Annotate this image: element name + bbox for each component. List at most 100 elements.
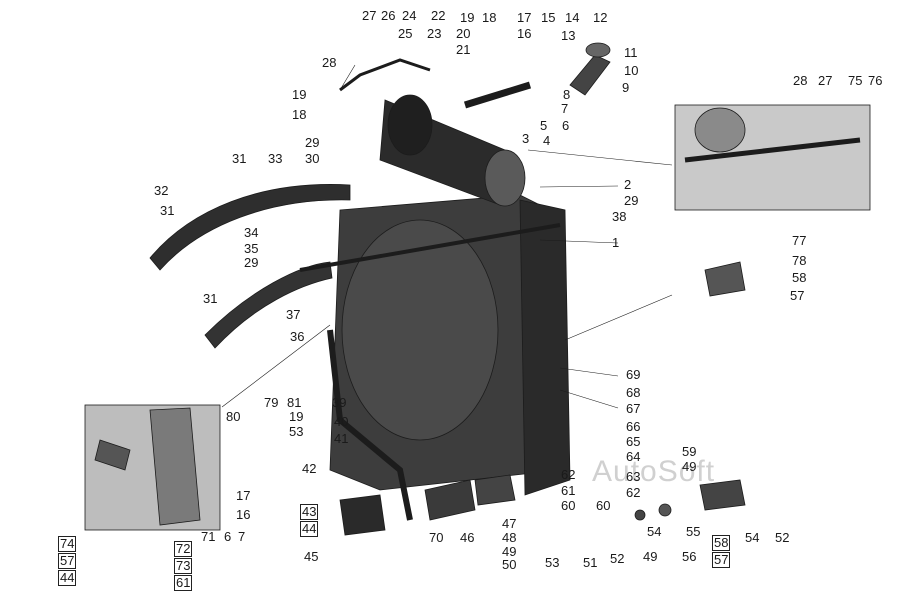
callout-29b: 29: [624, 193, 639, 208]
callout-17: 17: [517, 10, 532, 25]
callout-8: 8: [563, 87, 571, 102]
watermark-text: AutoSoft: [592, 455, 716, 488]
callout-40: 40: [334, 414, 349, 429]
callout-6: 6: [562, 118, 570, 133]
callout-45: 45: [304, 549, 319, 564]
callout-76: 76: [868, 73, 883, 88]
callout-11: 11: [624, 45, 638, 60]
callout-49c: 49: [643, 549, 658, 564]
boxed-label: 74: [58, 536, 77, 552]
bracket-right: [704, 261, 746, 297]
callout-19c: 19: [289, 409, 304, 424]
callout-66: 66: [626, 419, 641, 434]
callout-7: 7: [561, 101, 569, 116]
callout-52b: 52: [775, 530, 790, 545]
leader-lines: [221, 64, 673, 409]
callout-28b: 28: [793, 73, 808, 88]
callout-31b: 31: [160, 203, 175, 218]
callout-28: 28: [322, 55, 337, 70]
boxed-label: 44: [58, 570, 77, 586]
inset-right-tank: [694, 107, 746, 153]
callout-48: 48: [502, 530, 517, 545]
filler-neck: [569, 54, 611, 96]
callout-75: 75: [848, 73, 863, 88]
callout-21: 21: [456, 42, 471, 57]
callout-26: 26: [381, 8, 396, 23]
callout-23: 23: [427, 26, 442, 41]
boxed-group-58-57: 58 57: [712, 535, 731, 568]
top-pipe: [339, 58, 431, 92]
clamp-bracket: [699, 479, 746, 511]
callout-29: 29: [305, 135, 320, 150]
callout-10: 10: [624, 63, 639, 78]
expansion-tank-front: [387, 94, 433, 156]
callout-65: 65: [626, 434, 641, 449]
callout-62: 62: [561, 467, 576, 482]
callout-39: 39: [332, 395, 347, 410]
callout-27: 27: [362, 8, 377, 23]
fitting-a: [634, 509, 646, 521]
callout-6b: 6: [224, 529, 232, 544]
callout-35: 35: [244, 241, 259, 256]
callout-50: 50: [502, 557, 517, 572]
callout-1: 1: [612, 235, 620, 250]
boxed-label: 72: [174, 541, 193, 557]
callout-31: 31: [232, 151, 247, 166]
long-pipe: [299, 223, 561, 272]
callout-38: 38: [612, 209, 627, 224]
callout-27b: 27: [818, 73, 833, 88]
callout-57: 57: [790, 288, 805, 303]
callout-19b: 19: [292, 87, 307, 102]
callout-54b: 54: [745, 530, 760, 545]
lower-hose-left: [204, 261, 333, 349]
callout-16b: 16: [236, 507, 251, 522]
callout-78: 78: [792, 253, 807, 268]
callout-49b: 49: [502, 544, 517, 559]
callout-12: 12: [593, 10, 608, 25]
callout-41: 41: [334, 431, 349, 446]
callout-64: 64: [626, 449, 641, 464]
callout-42: 42: [302, 461, 317, 476]
callout-59: 59: [682, 444, 697, 459]
callout-36: 36: [290, 329, 305, 344]
callout-81: 81: [287, 395, 302, 410]
callout-69: 69: [626, 367, 641, 382]
callout-49: 49: [682, 459, 697, 474]
callout-18: 18: [482, 10, 497, 25]
callout-5: 5: [540, 118, 548, 133]
boxed-label: 73: [174, 558, 193, 574]
boxed-label: 61: [174, 575, 193, 591]
lower-filter-2: [474, 474, 516, 506]
boxed-group-72-73-61: 72 73 61: [174, 541, 193, 591]
callout-31c: 31: [203, 291, 218, 306]
lower-filter: [424, 479, 476, 521]
side-pipe: [327, 329, 413, 521]
boxed-label: 44: [300, 521, 319, 537]
callout-3: 3: [522, 131, 530, 146]
callout-68: 68: [626, 385, 641, 400]
callout-60b: 60: [596, 498, 611, 513]
callout-61: 61: [561, 483, 576, 498]
callout-33: 33: [268, 151, 283, 166]
callout-53: 53: [289, 424, 304, 439]
boxed-label: 57: [58, 553, 77, 569]
callout-18b: 18: [292, 107, 307, 122]
fitting-b: [658, 503, 672, 517]
callout-20: 20: [456, 26, 471, 41]
callout-22: 22: [431, 8, 446, 23]
inset-left-bracket: [149, 407, 201, 526]
callout-53b: 53: [545, 555, 560, 570]
callout-30: 30: [305, 151, 320, 166]
callout-70: 70: [429, 530, 444, 545]
callout-29c: 29: [244, 255, 259, 270]
callout-52: 52: [610, 551, 625, 566]
callout-51: 51: [583, 555, 598, 570]
callout-24: 24: [402, 8, 417, 23]
callout-16: 16: [517, 26, 532, 41]
callout-9: 9: [622, 80, 630, 95]
callout-46: 46: [460, 530, 475, 545]
callout-37: 37: [286, 307, 301, 322]
fan-shroud: [341, 219, 499, 441]
callout-62b: 62: [626, 485, 641, 500]
